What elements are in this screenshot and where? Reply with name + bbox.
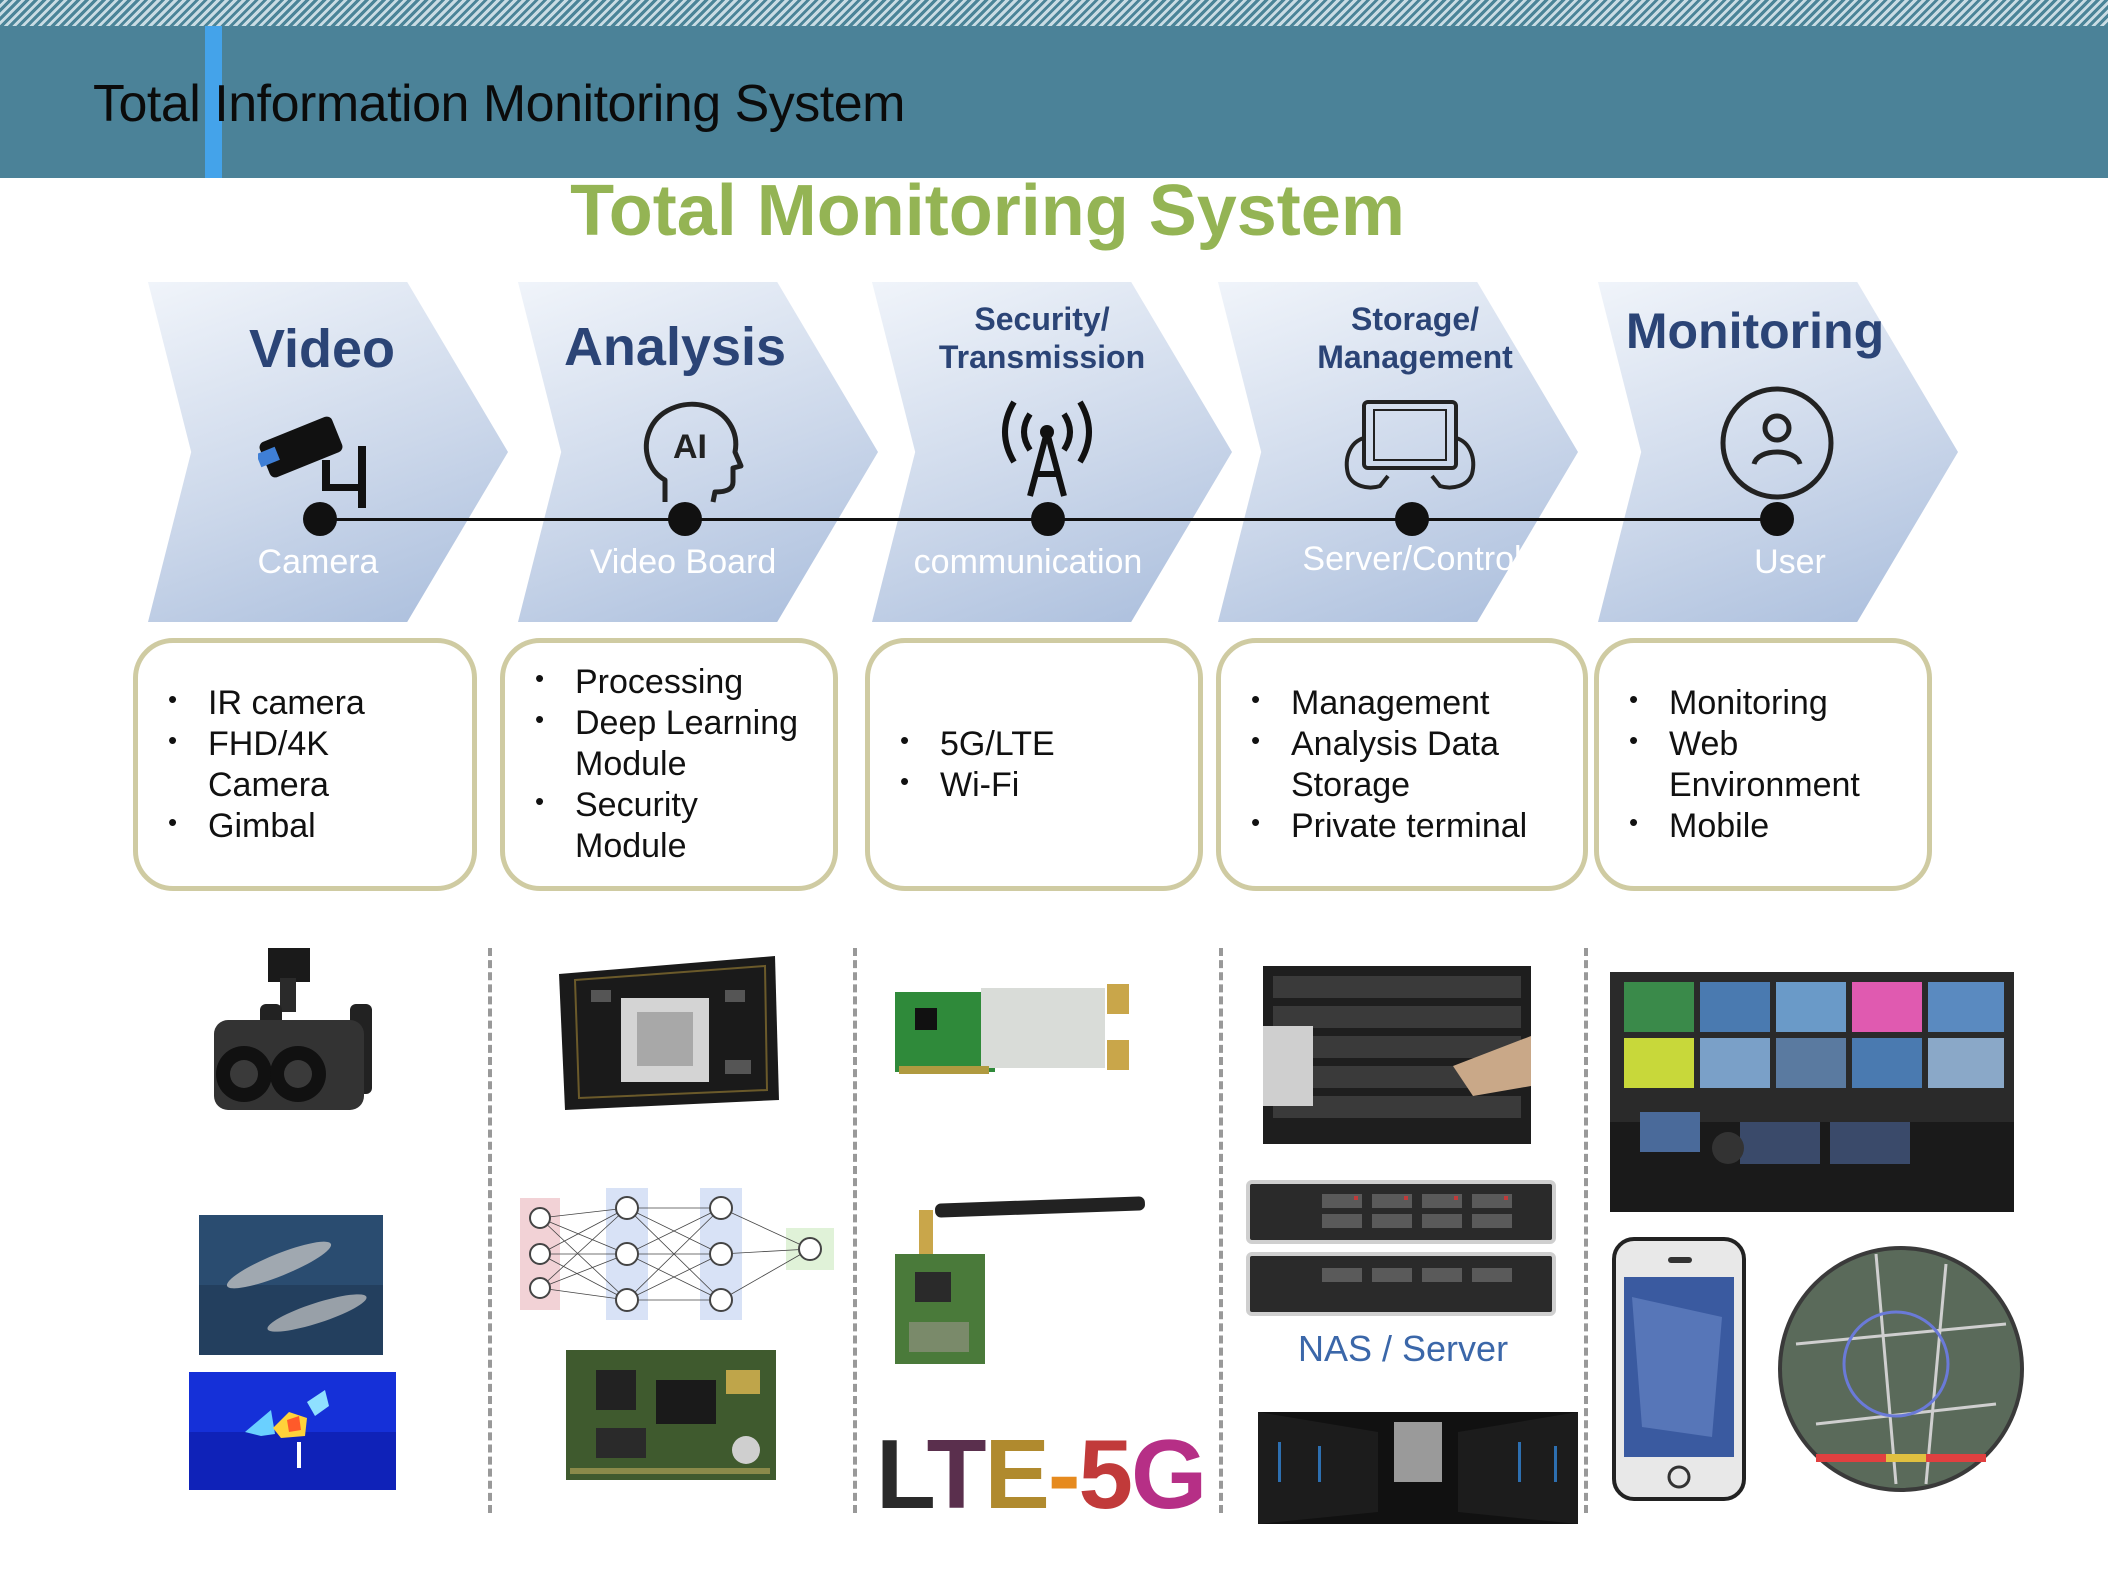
- stage-title-security-line1: Security/: [974, 301, 1110, 337]
- user-icon: [1718, 384, 1836, 502]
- list-item: Web Environment: [1629, 720, 1889, 806]
- whale-aerial-image: [199, 1215, 383, 1355]
- stage-title-monitoring: Monitoring: [1625, 303, 1885, 359]
- mobile-phone-image: [1612, 1237, 1748, 1502]
- tablet-icon: [1340, 398, 1480, 494]
- server-rack-image: [1263, 966, 1531, 1144]
- header-stripe: [0, 0, 2108, 26]
- svg-text:AI: AI: [673, 428, 707, 466]
- pipeline-node-communication: [1031, 502, 1065, 536]
- pipeline-node-video-board: [668, 502, 702, 536]
- stage-title-security: Security/ Transmission: [922, 300, 1162, 376]
- list-item: Management: [1251, 679, 1527, 724]
- cctv-camera-icon: [258, 408, 378, 512]
- details-list-monitoring: Monitoring Web Environment Mobile: [1599, 679, 1889, 847]
- list-item: Processing: [535, 658, 815, 703]
- nas-server-caption: NAS / Server: [1298, 1328, 1509, 1369]
- pipeline-node-user: [1760, 502, 1794, 536]
- header-accent: [205, 26, 222, 178]
- pipeline-node-camera: [303, 502, 337, 536]
- stage-title-storage-line1: Storage/: [1350, 301, 1480, 337]
- jetson-board-image: [555, 950, 780, 1116]
- wifi-module-image: [895, 1192, 1155, 1382]
- stage-title-security-line2: Transmission: [938, 339, 1146, 375]
- stage-subtitle-camera: Camera: [257, 543, 379, 581]
- lte-5g-logo: LTE-5G: [876, 1419, 1207, 1529]
- list-item: Deep Learning Module: [535, 699, 815, 785]
- list-item: Private terminal: [1251, 802, 1527, 847]
- list-item: 5G/LTE: [900, 720, 1055, 765]
- column-divider: [1219, 948, 1223, 1513]
- list-item: IR camera: [168, 679, 365, 724]
- list-item: Security Module: [535, 781, 725, 867]
- neural-network-image: [514, 1188, 844, 1336]
- thermal-image: [189, 1372, 396, 1490]
- list-item: Mobile: [1629, 802, 1889, 847]
- stage-title-storage-line2: Management: [1317, 339, 1513, 375]
- header-bar: Total Information Monitoring System: [0, 26, 2108, 178]
- antenna-icon: [992, 396, 1102, 500]
- nas-server-image: [1242, 1176, 1560, 1324]
- stage-subtitle-communication: communication: [913, 543, 1143, 581]
- details-list-video: IR camera FHD/4K Camera Gimbal: [138, 679, 365, 847]
- details-list-analysis: Processing Deep Learning Module Security…: [505, 658, 815, 867]
- stage-subtitle-server: Server/Control: [1302, 540, 1522, 578]
- circuit-board-image: [566, 1350, 786, 1486]
- column-divider: [488, 948, 492, 1513]
- lte-module-image: [895, 978, 1145, 1078]
- stage-subtitle-user: User: [1754, 543, 1826, 581]
- details-box-storage: Management Analysis Data Storage Private…: [1216, 638, 1588, 891]
- data-center-image: [1258, 1412, 1578, 1524]
- stage-title-storage: Storage/ Management: [1295, 300, 1535, 376]
- map-view-image: [1776, 1244, 2026, 1494]
- column-divider: [853, 948, 857, 1513]
- stage-title-analysis: Analysis: [563, 317, 787, 377]
- pipeline-node-server: [1395, 502, 1429, 536]
- list-item: Monitoring: [1629, 679, 1889, 724]
- stage-title-video: Video: [248, 319, 396, 379]
- list-item: Analysis Data Storage: [1251, 720, 1521, 806]
- gimbal-camera-image: [200, 948, 390, 1124]
- list-item: FHD/4K Camera: [168, 720, 358, 806]
- details-box-security: 5G/LTE Wi-Fi: [865, 638, 1203, 891]
- list-item: Gimbal: [168, 802, 365, 847]
- ai-head-icon: AI: [635, 398, 745, 508]
- details-list-storage: Management Analysis Data Storage Private…: [1221, 679, 1527, 847]
- diagram-title: Total Monitoring System: [570, 171, 1405, 251]
- control-room-image: [1610, 972, 2014, 1212]
- details-box-analysis: Processing Deep Learning Module Security…: [500, 638, 838, 891]
- stage-subtitle-video-board: Video Board: [589, 543, 777, 581]
- details-list-security: 5G/LTE Wi-Fi: [870, 720, 1055, 806]
- details-box-video: IR camera FHD/4K Camera Gimbal: [133, 638, 477, 891]
- details-box-monitoring: Monitoring Web Environment Mobile: [1594, 638, 1932, 891]
- page-title: Total Information Monitoring System: [93, 75, 905, 133]
- column-divider: [1584, 948, 1588, 1513]
- list-item: Wi-Fi: [900, 761, 1055, 806]
